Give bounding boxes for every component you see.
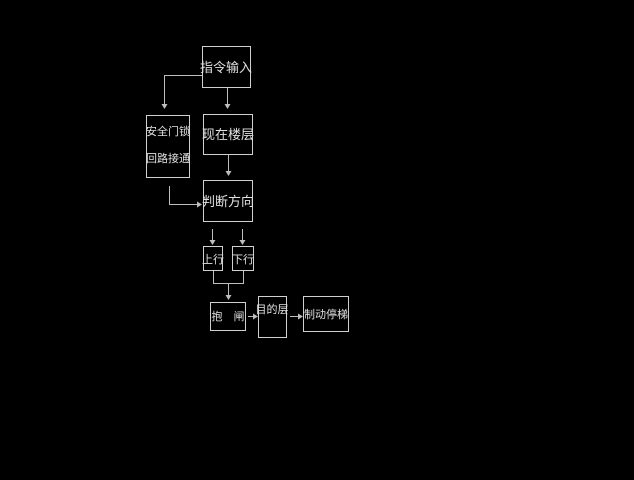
safety-lock-box (146, 115, 190, 178)
safety-lock-label-2: 回路接通 (146, 152, 190, 165)
stop-label: 制动停梯 (304, 307, 348, 321)
up-box (203, 246, 223, 271)
up-label: 上行 (202, 253, 224, 266)
down-label: 下行 (232, 253, 254, 266)
connectors (161, 75, 303, 320)
arrow-to-down (239, 240, 246, 245)
arrow-target-to-stop (298, 313, 303, 320)
brake-box (210, 302, 246, 331)
arrow-floor-to-direction (225, 171, 232, 176)
brake-label: 抱 闸 (212, 309, 245, 323)
arrow-input-to-floor (224, 104, 231, 109)
arrow-lock-to-direction (197, 201, 202, 208)
judge-direction-label: 判断方向 (202, 194, 254, 210)
command-input-label: 指令输入 (200, 60, 252, 76)
target-floor-box (258, 296, 287, 338)
arrow-brake-to-target (253, 313, 258, 320)
down-box (232, 246, 254, 271)
arrow-input-to-lock (164, 75, 202, 104)
current-floor-label: 现在楼层 (202, 128, 254, 143)
arrow-to-brake (225, 295, 232, 300)
safety-lock-label-1: 安全门锁 (146, 124, 190, 138)
target-floor-label: 目的层 (256, 302, 289, 316)
stop-box (303, 296, 349, 332)
judge-direction-box (203, 180, 253, 222)
arrow-to-up (209, 240, 216, 245)
current-floor-box (203, 114, 253, 155)
command-input-box (202, 46, 251, 88)
